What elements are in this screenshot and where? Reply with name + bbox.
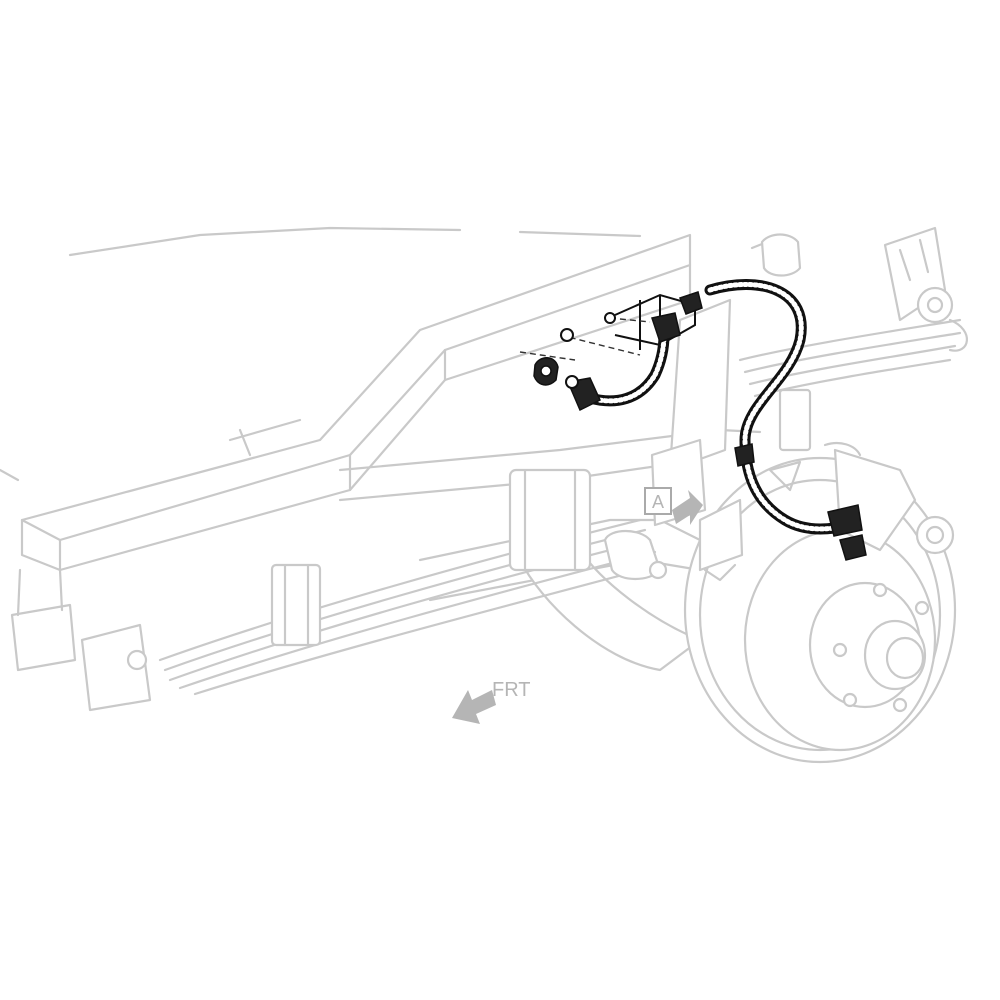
spring-hanger xyxy=(10,568,152,712)
hose-bracket xyxy=(519,293,696,386)
front-spring-hanger xyxy=(883,226,968,352)
brake-hose-assembly xyxy=(519,278,867,561)
svg-text:FRT: FRT xyxy=(492,679,531,701)
view-marker-a: A xyxy=(644,487,703,525)
front-direction-indicator: FRT xyxy=(452,679,531,724)
axle-bolt xyxy=(603,529,668,581)
front-direction-arrow-icon xyxy=(452,690,496,724)
svg-text:A: A xyxy=(652,492,664,512)
brake-disc-hub xyxy=(683,456,957,764)
view-arrow-icon xyxy=(672,490,703,525)
shock-absorber xyxy=(650,233,802,527)
leaf-spring xyxy=(158,318,962,696)
